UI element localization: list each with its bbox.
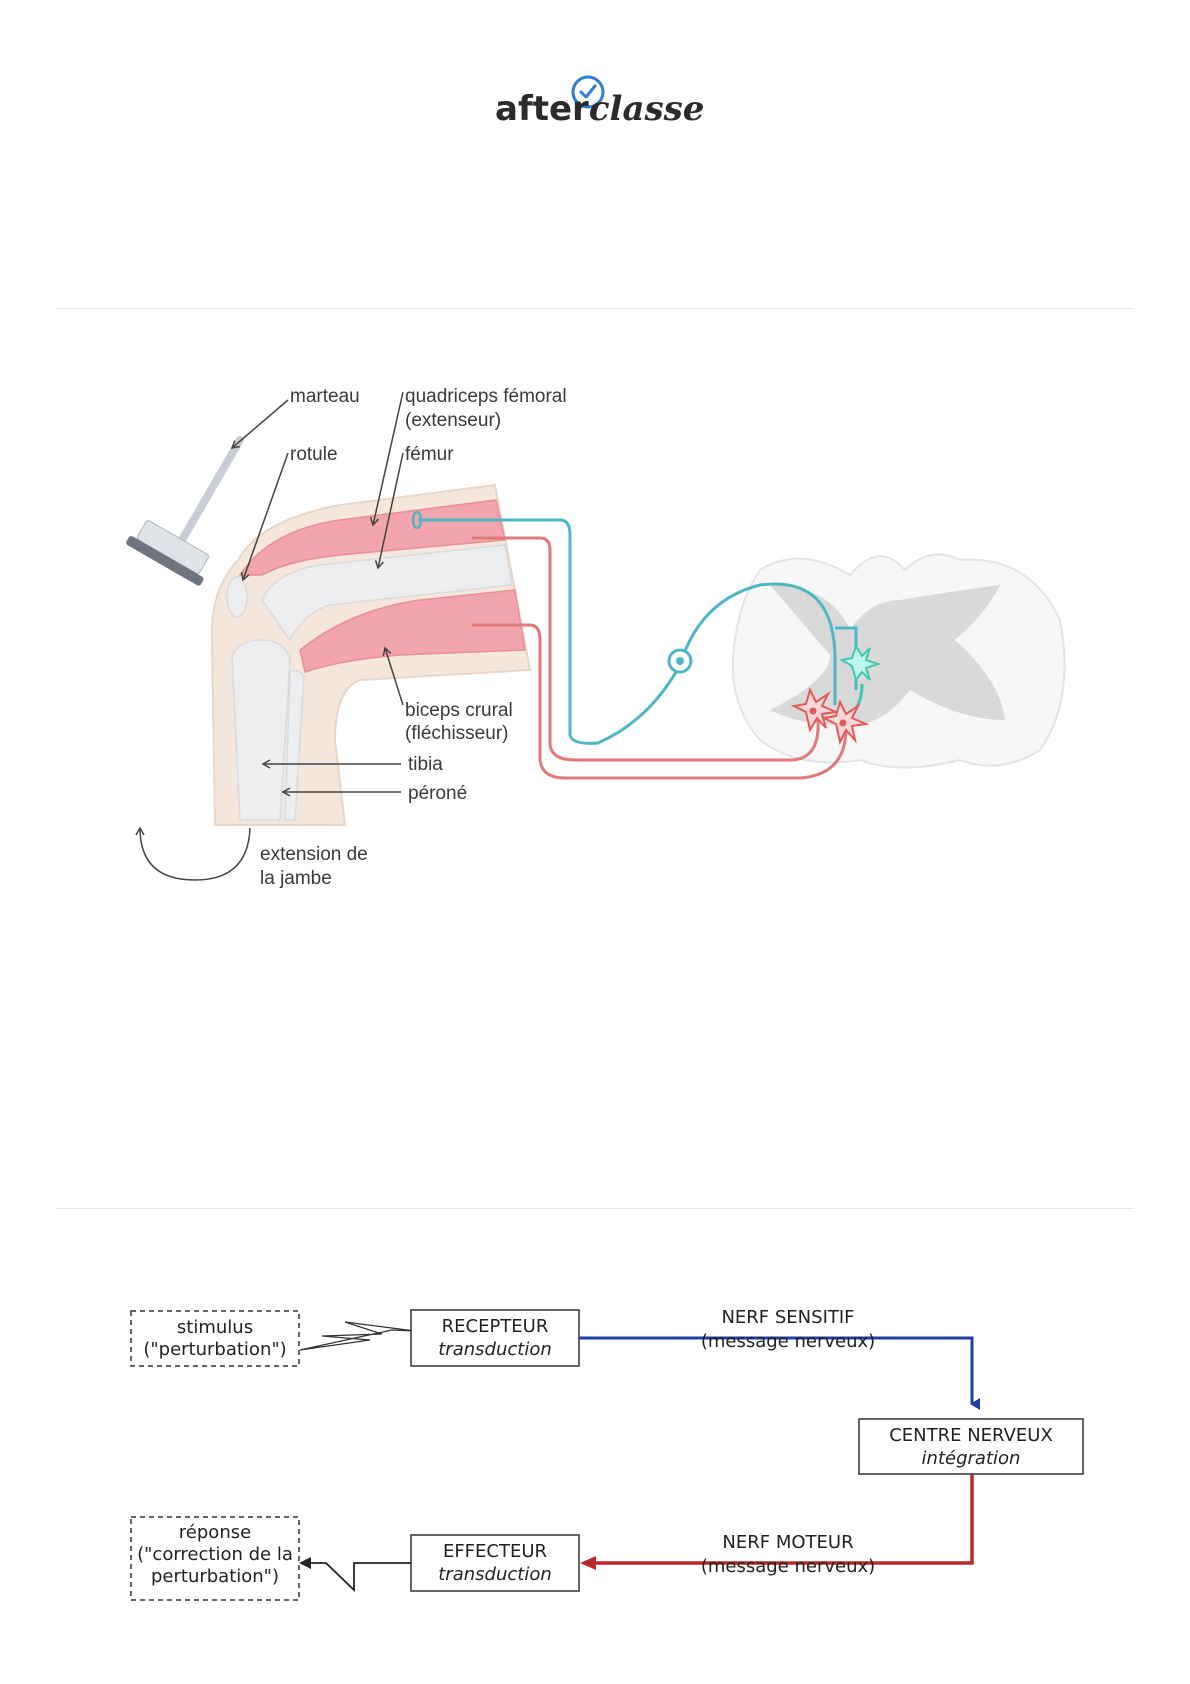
message-sensitif-label: (message nerveux)	[701, 1331, 875, 1352]
logo-text-classe: classe	[589, 89, 705, 129]
pointer-biceps	[382, 646, 404, 706]
pointer-femur	[374, 452, 404, 570]
interneuron	[839, 643, 882, 683]
pointer-marteau	[230, 399, 289, 449]
centre-nerveux-subtitle: intégration	[922, 1448, 1021, 1469]
label-extension-2: la jambe	[260, 868, 332, 889]
divider-top	[56, 308, 1134, 309]
motor-neuron-flexor-nucleus	[839, 719, 847, 727]
nerf-moteur-label: NERF MOTEUR	[722, 1532, 853, 1553]
effecteur-title: EFFECTEUR	[443, 1541, 547, 1562]
recepteur-subtitle: transduction	[438, 1339, 551, 1360]
reponse-arrowhead	[299, 1557, 311, 1569]
label-biceps-2: (fléchisseur)	[405, 723, 508, 744]
hammer-handle	[178, 436, 244, 544]
nerf-sensitif-arrow	[579, 1336, 980, 1410]
biceps-muscle	[299, 589, 526, 673]
effecteur-subtitle: transduction	[438, 1564, 551, 1585]
centre-nerveux-title: CENTRE NERVEUX	[889, 1425, 1053, 1446]
hammer-head	[126, 520, 209, 586]
divider-middle	[56, 1208, 1134, 1209]
label-marteau: marteau	[290, 386, 360, 407]
tibia-bone	[231, 639, 291, 821]
reponse-box	[130, 1516, 300, 1601]
nerf-sensitif-label: NERF SENSITIF	[721, 1307, 854, 1328]
svg-text:afterclasse: afterclasse	[495, 89, 704, 129]
femur-bone	[261, 544, 513, 642]
patella-bone	[226, 576, 248, 618]
nerf-moteur-line	[595, 1474, 974, 1565]
logo-text-after: after	[495, 89, 589, 129]
leg-extension-arrow	[135, 826, 251, 881]
effecteur-box	[410, 1534, 580, 1592]
motor-fiber-flexor	[472, 623, 848, 780]
logo-clock-icon	[571, 75, 605, 109]
stimulus-label-1: stimulus	[177, 1317, 253, 1338]
label-tibia: tibia	[408, 754, 443, 775]
stimulus-zigzag-arrow	[299, 1321, 416, 1351]
reponse-label-3: perturbation")	[151, 1566, 279, 1587]
motor-neuron-extensor-nucleus	[809, 707, 817, 715]
afterclasse-logo[interactable]: afterclasse	[495, 70, 705, 140]
fibula-bone	[284, 669, 305, 821]
motor-fiber-extensor	[472, 536, 820, 762]
logo-check-icon	[579, 84, 597, 99]
label-extension-1: extension de	[260, 844, 368, 865]
centre-nerveux-box	[858, 1418, 1084, 1475]
muscle-spindle-receptor	[411, 510, 423, 530]
reponse-label-1: réponse	[179, 1522, 251, 1543]
label-femur: fémur	[405, 444, 454, 465]
message-moteur-label: (message nerveux)	[701, 1556, 875, 1577]
stimulus-box	[130, 1310, 300, 1367]
label-biceps-1: biceps crural	[405, 700, 513, 721]
myotatic-reflex-figure: marteau quadriceps fémoral (extenseur) r…	[126, 386, 1066, 889]
sensory-fiber	[418, 518, 837, 745]
recepteur-box	[410, 1309, 580, 1367]
reponse-zigzag-arrow	[310, 1562, 411, 1593]
sensory-ganglion-nucleus	[676, 657, 684, 665]
label-quadriceps-1: quadriceps fémoral	[405, 386, 567, 407]
recepteur-title: RECEPTEUR	[442, 1316, 549, 1337]
label-rotule: rotule	[290, 444, 338, 465]
pointer-rotule	[240, 452, 289, 582]
stimulus-label-2: ("perturbation")	[143, 1339, 286, 1360]
label-perone: péroné	[408, 783, 467, 804]
label-quadriceps-2: (extenseur)	[405, 410, 501, 431]
reponse-label-2: ("correction de la	[137, 1544, 293, 1565]
nerf-moteur-arrowhead	[580, 1556, 596, 1570]
pointer-quadriceps	[369, 391, 404, 527]
